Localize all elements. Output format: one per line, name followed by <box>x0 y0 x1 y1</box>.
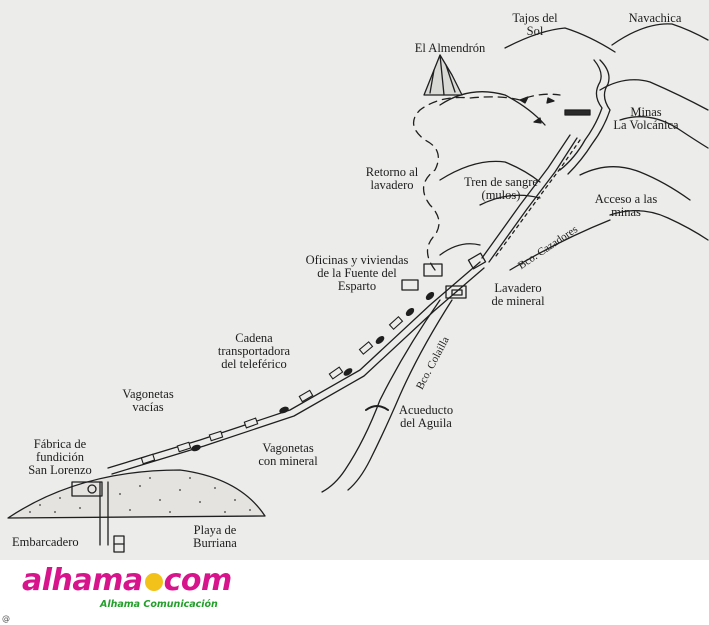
tren-de-sangre-track-a <box>481 134 571 259</box>
oficinas-building-1 <box>423 263 443 277</box>
ridge-mid-right <box>619 116 709 149</box>
ridge-cazadores <box>509 219 611 271</box>
tren-station <box>467 252 487 270</box>
lavadero-building <box>445 285 467 299</box>
ridge-acceso <box>579 166 691 201</box>
footer-mark: @ <box>2 614 10 623</box>
ridge-oficinas <box>439 243 481 256</box>
logo-brand-right: com <box>163 563 233 598</box>
barranco-colailla-east <box>347 299 453 491</box>
fabrica-building <box>71 481 103 497</box>
river-upper-west <box>567 59 611 175</box>
river-upper-east <box>559 59 603 171</box>
acueducto-del-aguila <box>365 405 389 411</box>
label-el-almendron: El Almendrón <box>414 41 486 55</box>
ridge-acceso-lower <box>609 210 709 241</box>
logo-wordmark: alhama com <box>22 563 232 598</box>
alhama-logo[interactable]: alhama com Alhama Comunicación <box>20 563 250 615</box>
ridge-upper-right <box>599 79 709 111</box>
oficinas-building-2 <box>401 279 419 291</box>
label-embarcadero: Embarcadero <box>12 535 79 549</box>
minas-la-volcanica-marker <box>564 109 591 116</box>
retorno-al-lavadero-route <box>413 93 561 271</box>
barranco-colailla-west <box>321 299 441 493</box>
label-tren-de-sangre: Tren de sangre(mulos) <box>464 175 538 202</box>
playa-de-burriana <box>7 469 266 519</box>
logo-dot-icon <box>144 573 163 591</box>
ridge-tren-left <box>439 160 541 183</box>
ridge-tren-right <box>479 194 541 206</box>
ridge-almendron-hill <box>439 91 546 126</box>
label-navachica: Navachica <box>628 11 682 25</box>
map-drawing <box>7 23 709 553</box>
embarcadero-pier <box>99 481 109 546</box>
ridge-tajos-del-sol <box>504 27 616 53</box>
cable-lower <box>111 267 485 475</box>
logo-tagline: Alhama Comunicación <box>100 599 218 610</box>
tren-de-sangre-track-b <box>488 137 578 263</box>
logo-brand-left: alhama <box>22 563 143 598</box>
ridge-navachica <box>611 23 709 46</box>
